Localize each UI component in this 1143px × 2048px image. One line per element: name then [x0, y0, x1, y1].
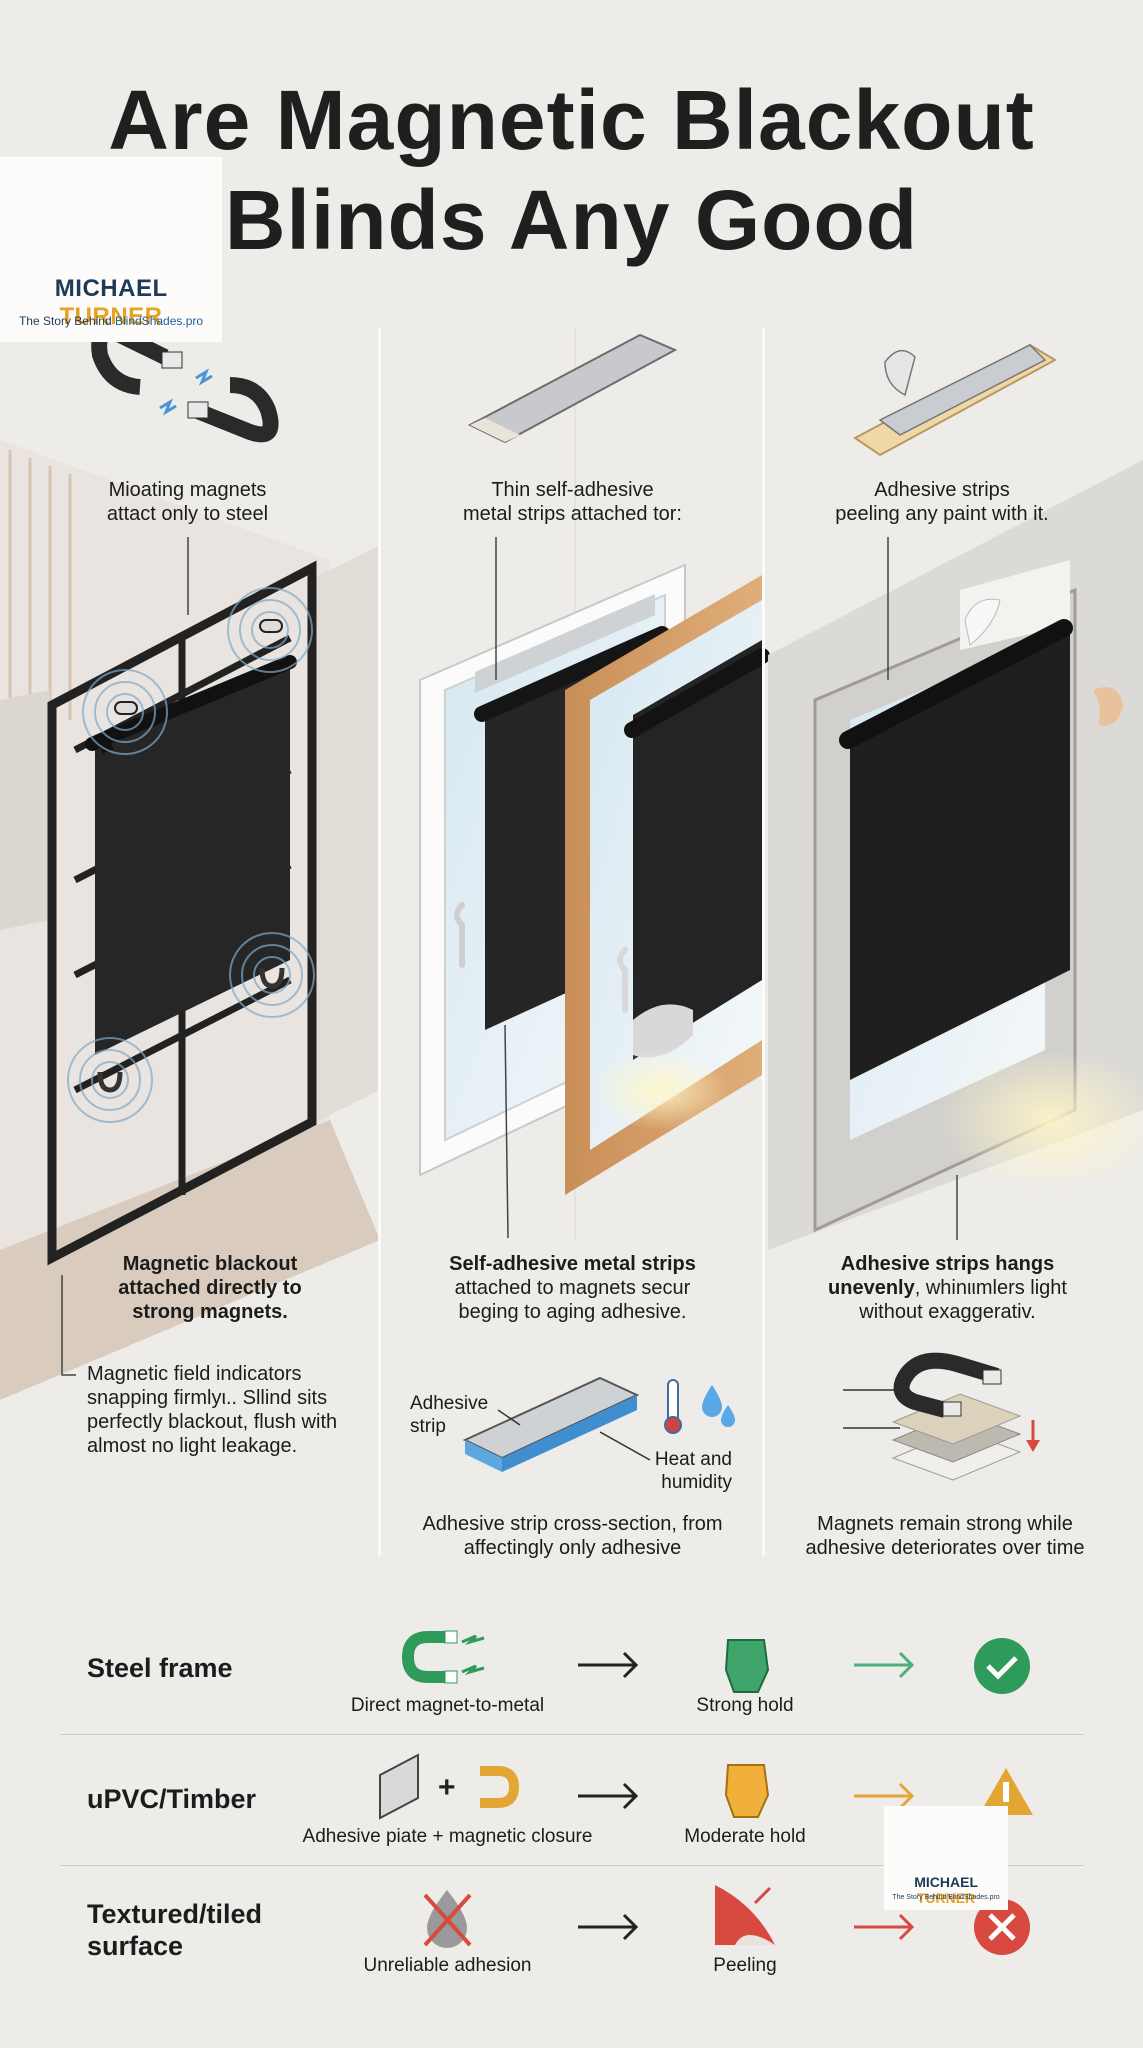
- upvc-timber-scene: [419, 328, 770, 1240]
- row-label-upvc: uPVC/Timber: [87, 1784, 257, 1814]
- brand-logo-small: MICHAEL TURNER The Story Behind BlindSha…: [884, 1806, 1008, 1910]
- flow-arrows: [578, 1651, 915, 1941]
- warning-icon: [979, 1768, 1033, 1815]
- plate-magnet-icon: +: [379, 1753, 520, 1820]
- water-drops-icon: [702, 1385, 735, 1427]
- thermometer-icon: [664, 1379, 682, 1434]
- row-method-upvc: Adhesive piate + magnetic closure: [302, 1826, 593, 1847]
- row-divider: [60, 1865, 1084, 1866]
- row-result-steel: Strong hold: [696, 1695, 794, 1716]
- metal-strip-icon: [467, 333, 678, 444]
- page-title-line-2: Blinds Any Good: [224, 173, 919, 267]
- brand-name-small: MICHAEL TURNER: [914, 1874, 978, 1906]
- steel-frame-scene: [0, 440, 380, 1400]
- peeling-red-icon: [715, 1885, 775, 1945]
- check-icon: [974, 1638, 1030, 1694]
- row-result-textured: Peeling: [713, 1955, 777, 1976]
- svg-text:+: +: [438, 1771, 456, 1804]
- column-divider: [762, 328, 765, 1556]
- row-label-steel: Steel frame: [87, 1653, 233, 1683]
- page-title: Are Magnetic Blackout Blinds Any Good: [0, 70, 1143, 270]
- fist-green-icon: [724, 1639, 770, 1693]
- row-divider: [60, 1734, 1084, 1735]
- adhesive-strip-cross-section: [462, 1376, 651, 1472]
- row-result-upvc: Moderate hold: [684, 1826, 806, 1847]
- brand-name: MICHAEL TURNER: [54, 275, 168, 330]
- crossed-drop-icon: [423, 1890, 472, 1948]
- magnet-green-icon: [401, 1630, 485, 1684]
- textured-wall-scene: [768, 460, 1143, 1250]
- page-title-line-1: Are Magnetic Blackout: [108, 73, 1035, 167]
- peeling-strip-icon: [853, 343, 1058, 457]
- brand-logo: MICHAEL TURNER The Story Behind BlindSha…: [0, 157, 222, 342]
- col2-bottom-caption: Self-adhesive metal strips attached to m…: [449, 1253, 696, 1323]
- row-method-steel: Direct magnet-to-metal: [350, 1695, 545, 1716]
- horseshoe-magnets-icon: [91, 324, 279, 443]
- cross-icon: [974, 1899, 1030, 1955]
- brand-tagline-small: The Story Behind BlindShades.pro: [892, 1894, 1000, 1901]
- magnet-layers-icon: [843, 1352, 1040, 1481]
- fist-amber-icon: [724, 1764, 770, 1818]
- col3-bottom-caption: Adhesive strips hangs unevenly, whinιιml…: [828, 1253, 1067, 1323]
- brand-tagline: The Story Behind BlindShades.pro: [18, 314, 204, 328]
- row-method-textured: Unreliable adhesion: [363, 1955, 532, 1976]
- column-divider: [378, 328, 381, 1556]
